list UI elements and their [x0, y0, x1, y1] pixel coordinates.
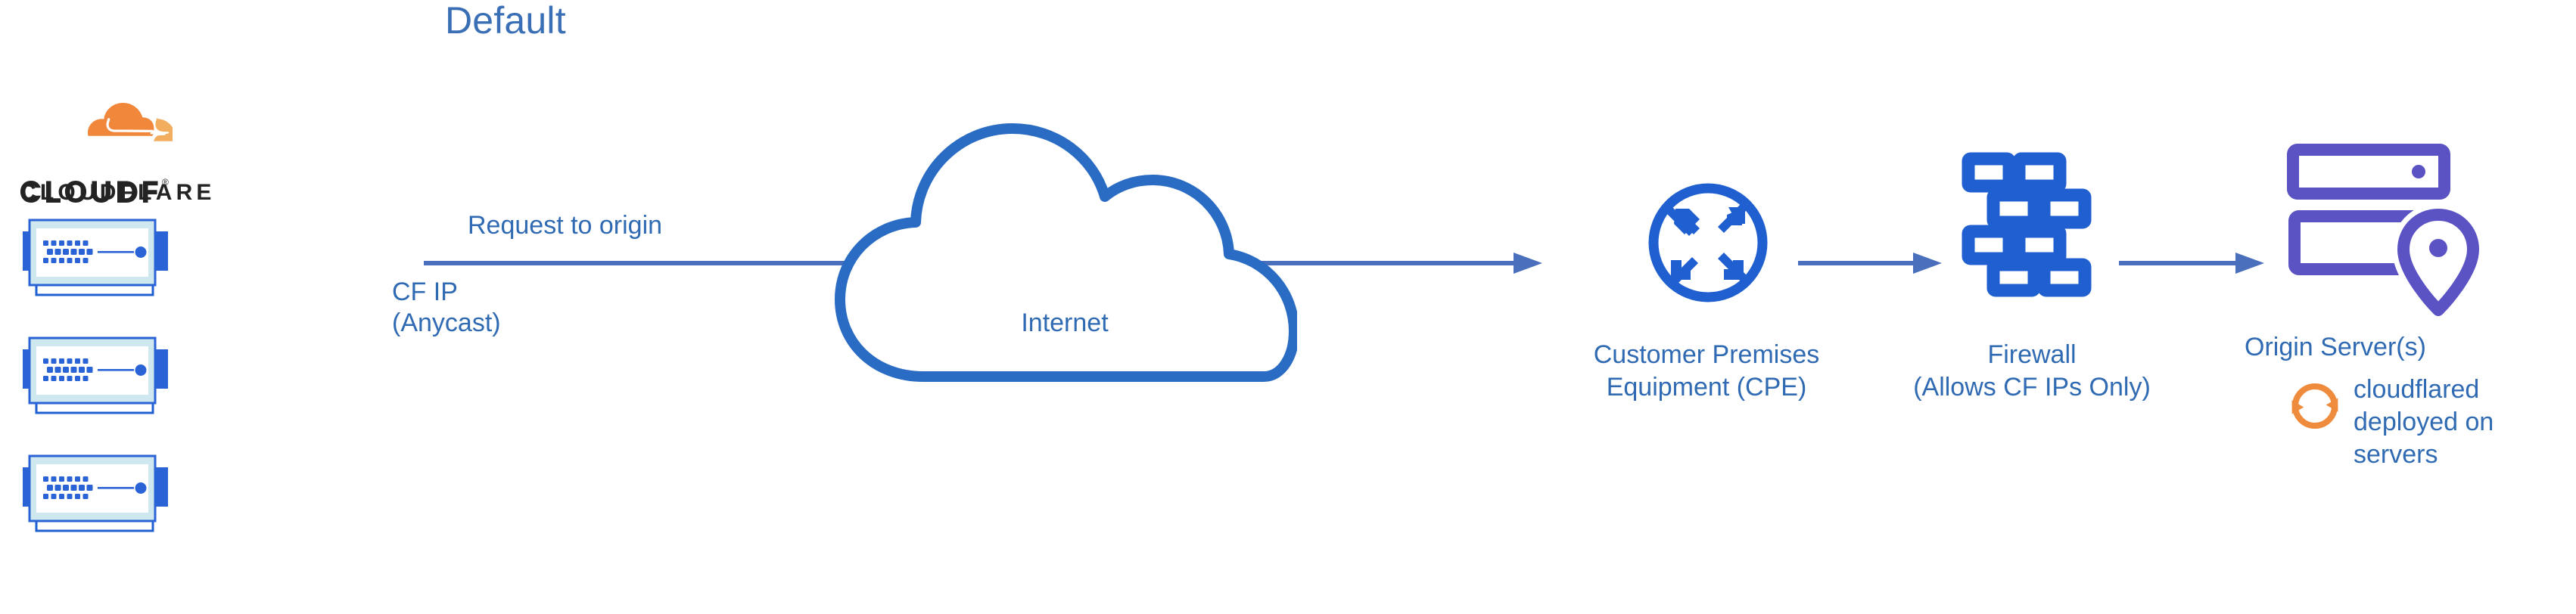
cpe-label: Customer Premises Equipment (CPE) — [1593, 340, 1820, 402]
registered-trademark-mark: ® — [162, 177, 169, 188]
brick-wall-icon[interactable] — [1958, 150, 2107, 298]
cloudflare-wordmark-text: CLOUDFLARE — [20, 180, 216, 205]
page-title: Default — [445, 0, 566, 42]
cloud-outline-icon — [835, 123, 1297, 382]
network-switch-icon[interactable] — [12, 334, 170, 423]
cloudflared-note-line-3: servers — [2354, 439, 2438, 469]
server-rack-location-pin-icon[interactable] — [2284, 141, 2508, 319]
cloudflare-logo: CLOUDFLARE CLOUDFLARE ® — [14, 103, 211, 218]
internet-label: Internet — [1021, 309, 1109, 337]
arrow-firewall-origin — [2119, 253, 2264, 274]
refresh-sync-icon — [2291, 383, 2338, 429]
label-request-to-origin: Request to origin — [468, 211, 663, 240]
cloudflared-note: cloudflared deployed on servers — [2354, 374, 2565, 470]
firewall-label: Firewall (Allows CF IPs Only) — [1913, 340, 2151, 402]
cloudflare-wordmark: CLOUDFLARE — [20, 181, 158, 203]
origin-server-label: Origin Server(s) — [2245, 333, 2426, 361]
cloudflare-cloud-mark-icon — [88, 103, 173, 141]
network-switch-icon[interactable] — [12, 216, 170, 305]
arrow-cpe-firewall — [1798, 253, 1942, 274]
label-cf-ip: CF IP (Anycast) — [392, 278, 501, 338]
network-switch-icon[interactable] — [12, 452, 170, 541]
cloudflared-note-line-1: cloudflared — [2354, 375, 2480, 404]
cloudflared-note-line-2: deployed on — [2354, 407, 2494, 436]
router-circle-arrows-icon[interactable] — [1645, 180, 1771, 305]
